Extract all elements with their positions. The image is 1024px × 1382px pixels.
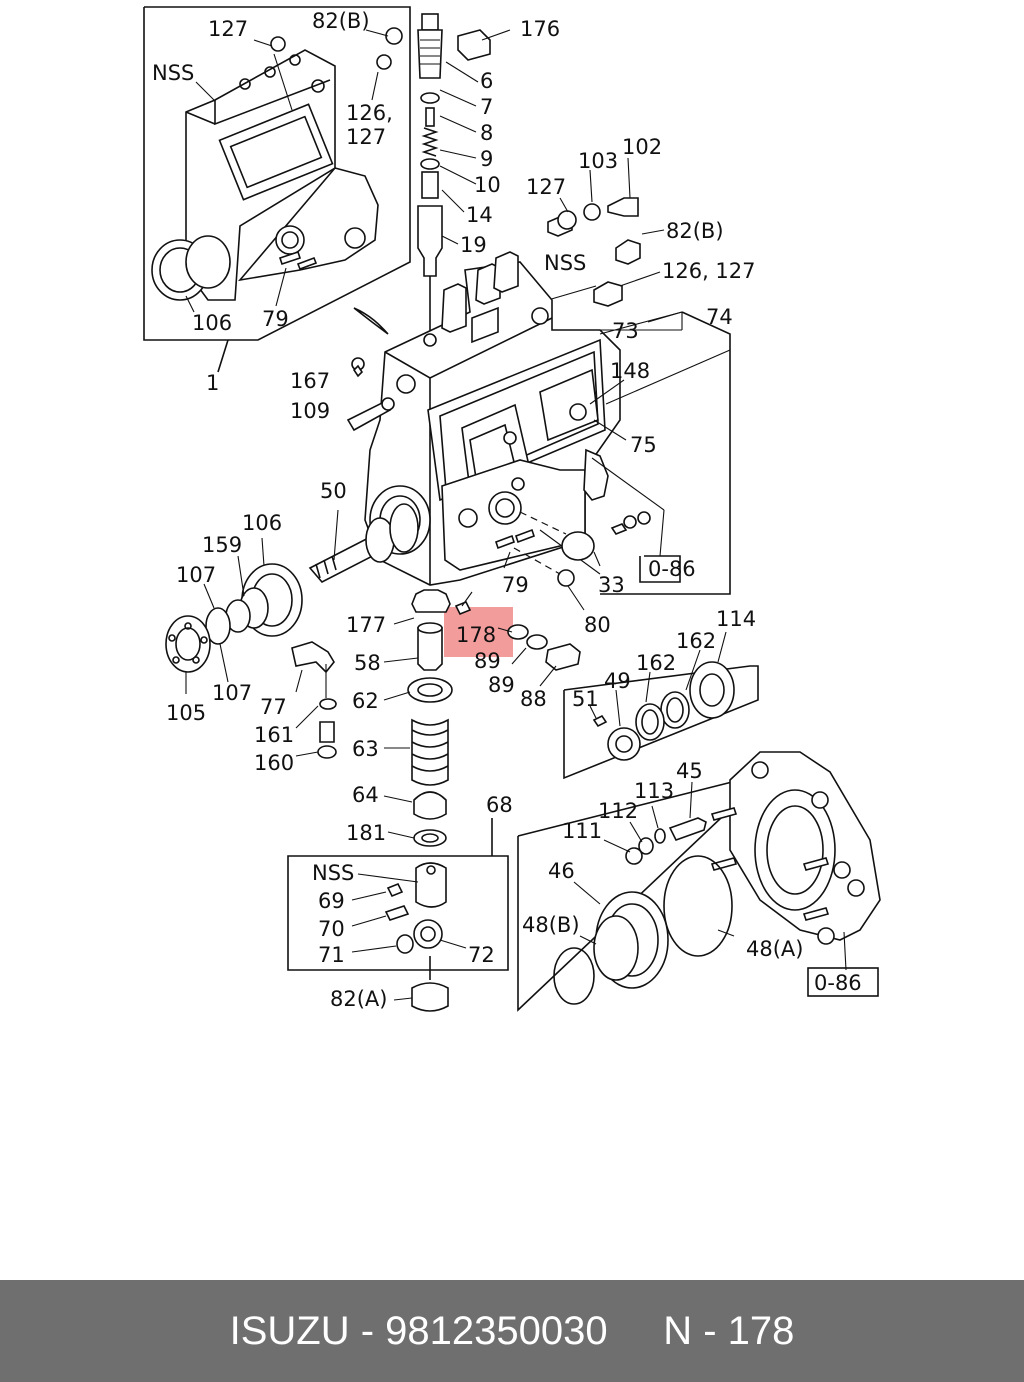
callout-82a: 82(A) <box>330 987 387 1011</box>
callout-8: 8 <box>480 121 493 145</box>
drive-shaft-assembly <box>165 503 419 694</box>
callout-nss-mid: NSS <box>544 251 586 275</box>
ref-box-0-86-bot <box>807 967 879 997</box>
callout-107b: 107 <box>212 681 252 705</box>
callout-106-top: 106 <box>192 311 232 335</box>
callout-49: 49 <box>604 669 631 693</box>
callout-51: 51 <box>572 687 599 711</box>
callout-88: 88 <box>520 687 547 711</box>
callout-71: 71 <box>318 943 345 967</box>
callout-48b: 48(B) <box>522 913 580 937</box>
callout-45: 45 <box>676 759 703 783</box>
callout-127b: 127 <box>346 125 386 149</box>
callout-177: 177 <box>346 613 386 637</box>
highlighted-part-box <box>444 607 513 657</box>
callout-79-top: 79 <box>262 307 289 331</box>
callout-82b-top: 82(B) <box>312 9 370 33</box>
callout-160: 160 <box>254 751 294 775</box>
callout-80: 80 <box>584 613 611 637</box>
callout-19: 19 <box>460 233 487 257</box>
callout-9: 9 <box>480 147 493 171</box>
callout-69: 69 <box>318 889 345 913</box>
callout-58: 58 <box>354 651 381 675</box>
callout-72: 72 <box>468 943 495 967</box>
callout-181: 181 <box>346 821 386 845</box>
part-number: 9812350030 <box>385 1308 608 1353</box>
pump-main-body <box>346 251 621 586</box>
callout-50: 50 <box>320 479 347 503</box>
callout-70: 70 <box>318 917 345 941</box>
callout-10: 10 <box>474 173 501 197</box>
callout-167: 167 <box>290 369 330 393</box>
ref-prefix: N <box>663 1308 693 1353</box>
callout-113: 113 <box>634 779 674 803</box>
callout-111: 111 <box>562 819 602 843</box>
callout-63: 63 <box>352 737 379 761</box>
separator: - <box>349 1308 386 1353</box>
bearing-bracket <box>563 631 759 780</box>
callout-176: 176 <box>520 17 560 41</box>
callout-126-127a: 126, <box>346 101 393 125</box>
callout-labels: 127 82(B) NSS 126, 127 106 79 1 176 6 7 … <box>152 9 879 1011</box>
callout-114: 114 <box>716 607 756 631</box>
callout-89a: 89 <box>474 649 501 673</box>
callout-14: 14 <box>466 203 493 227</box>
brand-name: ISUZU <box>229 1308 350 1353</box>
callout-6: 6 <box>480 69 493 93</box>
callout-48a: 48(A) <box>746 937 803 961</box>
spacer <box>608 1309 664 1354</box>
callout-102: 102 <box>622 135 662 159</box>
callout-1: 1 <box>206 371 219 395</box>
callout-148: 148 <box>610 359 650 383</box>
delivery-valve-stack <box>417 13 511 340</box>
callout-162b: 162 <box>636 651 676 675</box>
plunger-column <box>291 589 581 847</box>
cover-assembly <box>517 751 881 1012</box>
callout-82b-mid: 82(B) <box>666 219 724 243</box>
callout-127a: 127 <box>208 17 248 41</box>
callout-161: 161 <box>254 723 294 747</box>
ref-number: 178 <box>727 1308 795 1353</box>
callout-73: 73 <box>612 319 639 343</box>
callout-126-127-mid: 126, 127 <box>662 259 756 283</box>
callout-79-mid: 79 <box>502 573 529 597</box>
callout-74: 74 <box>706 305 733 329</box>
callout-75: 75 <box>630 433 657 457</box>
ref-separator: - <box>692 1308 728 1353</box>
leader-lines-main <box>494 311 731 611</box>
callout-0-86-bot: 0-86 <box>814 971 862 995</box>
exploded-parts-diagram: 127 82(B) NSS 126, 127 106 79 1 176 6 7 … <box>143 6 881 1012</box>
callout-107a: 107 <box>176 563 216 587</box>
callout-64: 64 <box>352 783 379 807</box>
callout-127-mid: 127 <box>526 175 566 199</box>
nss-subassembly <box>287 818 509 1012</box>
callout-162a: 162 <box>676 629 716 653</box>
callout-103: 103 <box>578 149 618 173</box>
callout-nss-bot: NSS <box>312 861 354 885</box>
callout-nss-top: NSS <box>152 61 194 85</box>
callout-178: 178 <box>456 623 496 647</box>
housing-inset <box>143 6 411 373</box>
callout-89b: 89 <box>488 673 515 697</box>
callout-33: 33 <box>598 573 625 597</box>
callout-112: 112 <box>598 799 638 823</box>
callout-159: 159 <box>202 533 242 557</box>
right-fittings <box>547 157 665 307</box>
callout-7: 7 <box>480 95 493 119</box>
callout-62: 62 <box>352 689 379 713</box>
callout-109: 109 <box>290 399 330 423</box>
callout-105: 105 <box>166 701 206 725</box>
callout-46: 46 <box>548 859 575 883</box>
callout-0-86-mid: 0-86 <box>648 557 696 581</box>
part-info-footer: ISUZU - 9812350030 N - 178 <box>0 1280 1024 1382</box>
callout-77: 77 <box>260 695 287 719</box>
callout-68: 68 <box>486 793 513 817</box>
callout-106-mid: 106 <box>242 511 282 535</box>
